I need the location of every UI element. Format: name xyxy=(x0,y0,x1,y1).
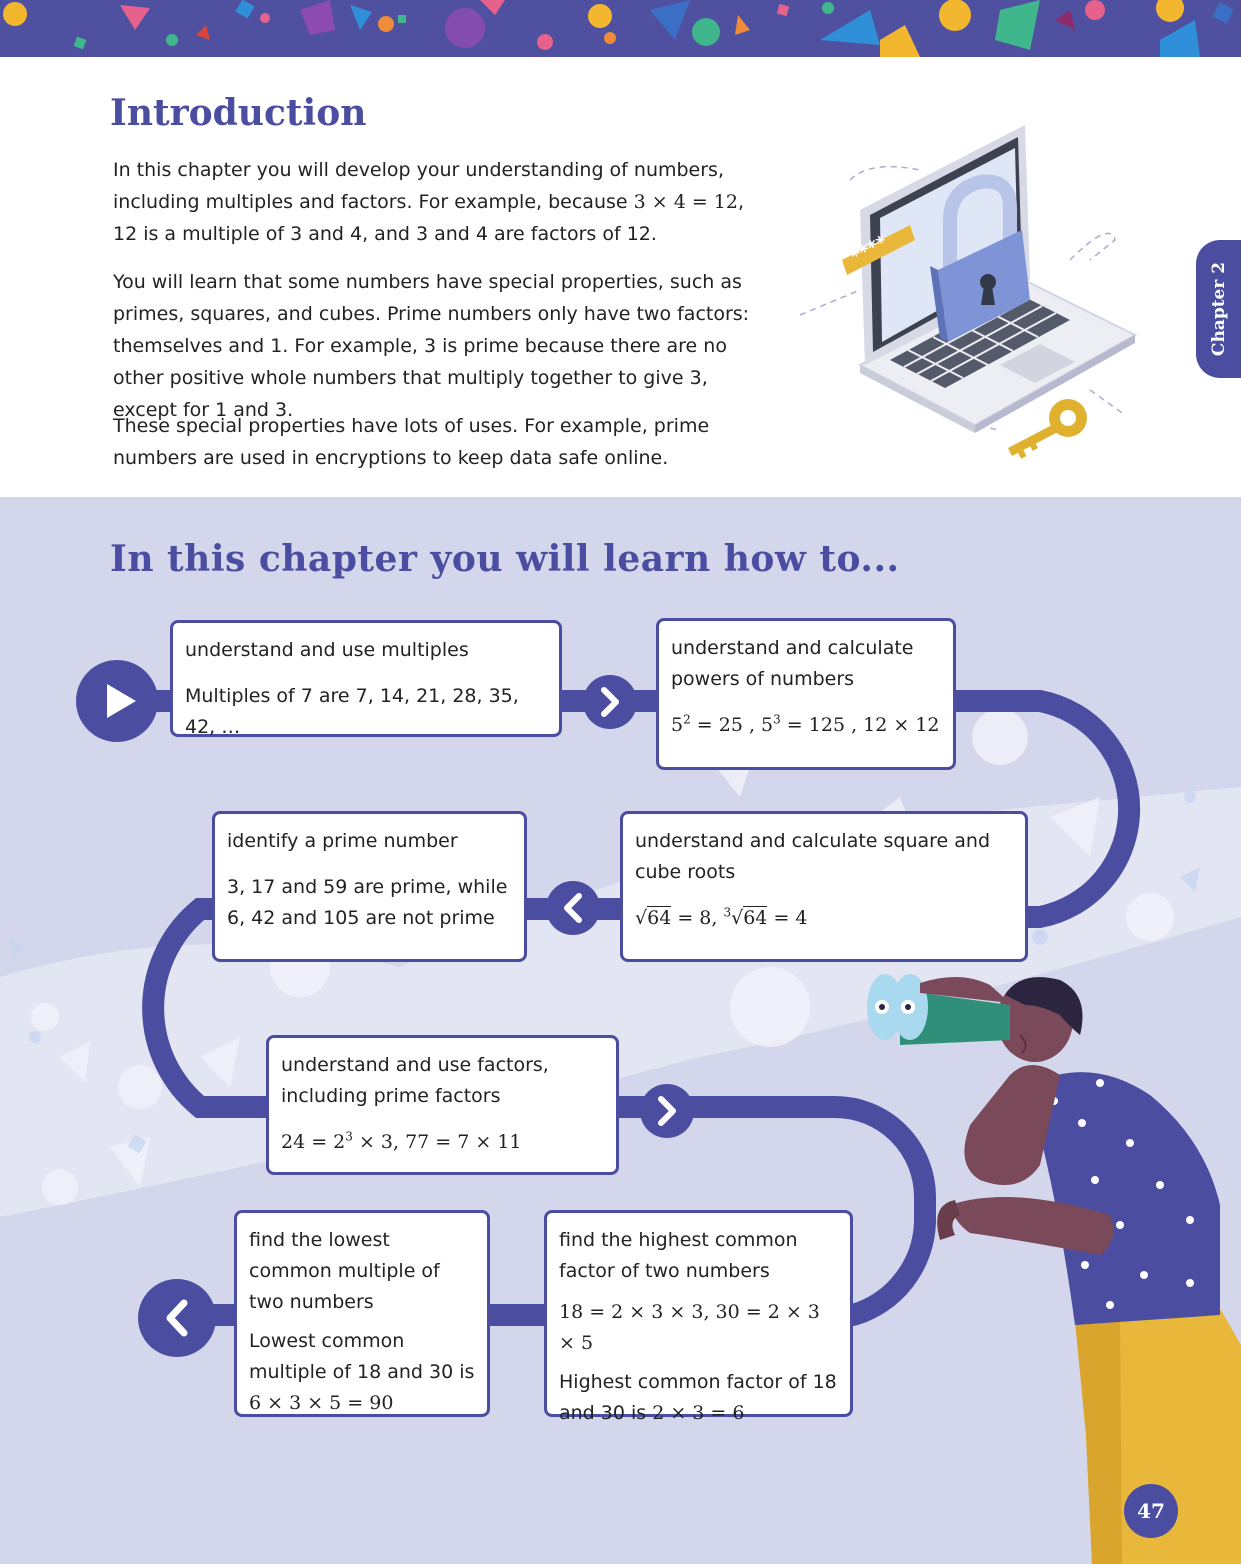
card-example: √64 = 8, 3√64 = 4 xyxy=(635,903,1013,934)
objective-card-roots: understand and calculate square and cube… xyxy=(620,811,1028,962)
power-value: = 125 , 12 × 12 xyxy=(780,714,940,736)
chevron-left-icon xyxy=(546,881,600,935)
page-number: 47 xyxy=(1124,1484,1178,1538)
sqrt-argument: 64 xyxy=(647,906,672,929)
square-root-symbol: √ xyxy=(635,907,648,929)
next-step-button-1[interactable] xyxy=(583,675,637,729)
card-title: understand and calculate powers of numbe… xyxy=(671,637,914,690)
card-example: 3, 17 and 59 are prime, while 6, 42 and … xyxy=(227,876,508,929)
intro-paragraph-3: These special properties have lots of us… xyxy=(113,415,710,469)
cube-root-index: 3 xyxy=(723,905,732,920)
power-exponent: 2 xyxy=(683,712,691,727)
card-title: understand and use multiples xyxy=(185,639,469,661)
hcf-text: Highest common factor of 18 and 30 is xyxy=(559,1371,837,1424)
introduction-heading: Introduction xyxy=(110,92,367,134)
lcm-text: Lowest common multiple of 18 and 30 is xyxy=(249,1330,475,1383)
card-title: understand and calculate square and cube… xyxy=(635,830,991,883)
lcm-math: 6 × 3 × 5 = 90 xyxy=(249,1392,394,1414)
cbrt-argument: 64 xyxy=(743,906,768,929)
objective-card-factors: understand and use factors, including pr… xyxy=(266,1035,619,1175)
power-base: 5 xyxy=(671,714,684,736)
laptop-lock-illustration: **** xyxy=(799,125,1138,459)
factor-expression: × 3, 77 = 7 × 11 xyxy=(352,1131,522,1153)
next-step-button-3[interactable] xyxy=(640,1084,694,1138)
power-value: = 25 , xyxy=(690,714,762,736)
chevron-left-icon xyxy=(138,1279,216,1357)
confetti-banner xyxy=(0,0,1241,57)
card-title: find the highest common factor of two nu… xyxy=(559,1229,798,1282)
end-step-button[interactable] xyxy=(138,1279,216,1357)
objective-card-hcf: find the highest common factor of two nu… xyxy=(544,1210,853,1424)
objective-card-multiples: understand and use multiples Multiples o… xyxy=(170,620,562,738)
card-title: identify a prime number xyxy=(227,830,458,852)
chapter-tab[interactable]: Chapter 2 xyxy=(1196,240,1241,378)
objective-card-prime: identify a prime number 3, 17 and 59 are… xyxy=(212,811,527,962)
learning-path xyxy=(107,690,1141,1326)
learning-objectives-heading: In this chapter you will learn how to... xyxy=(110,538,900,580)
card-example-2: Highest common factor of 18 and 30 is 2 … xyxy=(559,1367,838,1429)
intro-p1-math: 3 × 4 = 12 xyxy=(633,191,738,213)
power-base: 5 xyxy=(761,714,774,736)
cbrt-value: = 4 xyxy=(767,907,808,929)
objective-card-powers: understand and calculate powers of numbe… xyxy=(656,618,956,770)
confetti-decoration xyxy=(3,0,1234,57)
hcf-math: 2 × 3 = 6 xyxy=(652,1402,745,1424)
factor-exponent: 3 xyxy=(345,1129,353,1144)
start-play-button[interactable] xyxy=(76,660,158,742)
card-example: 52 = 25 , 53 = 125 , 12 × 12 xyxy=(671,710,941,741)
factor-expression: 24 = 2 xyxy=(281,1131,346,1153)
next-step-button-2[interactable] xyxy=(546,881,600,935)
card-example-1: 18 = 2 × 3 × 3, 30 = 2 × 3 × 5 xyxy=(559,1301,820,1354)
card-title: understand and use factors, including pr… xyxy=(281,1054,549,1107)
objective-card-lcm: find the lowest common multiple of two n… xyxy=(234,1210,490,1417)
card-example: 24 = 23 × 3, 77 = 7 × 11 xyxy=(281,1127,604,1158)
chapter-tab-label: Chapter 2 xyxy=(1208,261,1229,357)
power-exponent: 3 xyxy=(773,712,781,727)
chevron-right-icon xyxy=(583,675,637,729)
card-title: find the lowest common multiple of two n… xyxy=(249,1229,440,1313)
card-example: Lowest common multiple of 18 and 30 is 6 … xyxy=(249,1326,475,1419)
play-icon xyxy=(76,660,158,742)
sqrt-value: = 8, xyxy=(671,907,724,929)
intro-paragraph-2: You will learn that some numbers have sp… xyxy=(113,271,750,421)
cube-root-symbol: √ xyxy=(731,907,744,929)
person-with-binoculars-illustration xyxy=(867,974,1241,1564)
intro-p1-text-a: In this chapter you will develop your un… xyxy=(113,159,724,213)
intro-paragraph-1: In this chapter you will develop your un… xyxy=(113,154,763,250)
card-example: Multiples of 7 are 7, 14, 21, 28, 35, 42… xyxy=(185,685,519,738)
intro-p1-text-b: , 12 is a multiple of 3 and 4, and 3 and… xyxy=(113,191,745,245)
chevron-right-icon xyxy=(640,1084,694,1138)
